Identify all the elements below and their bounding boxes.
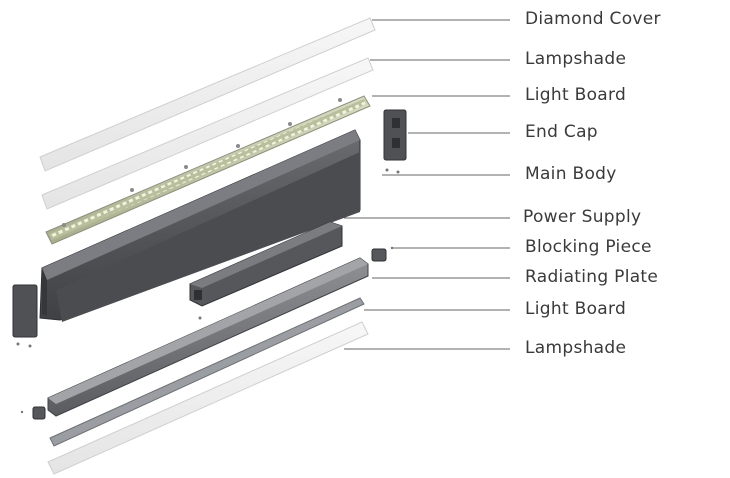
label-end-cap: End Cap bbox=[525, 122, 598, 142]
blocking-piece-part bbox=[371, 246, 394, 262]
end-cap-left-part bbox=[12, 284, 38, 348]
diamond-cover-part bbox=[39, 17, 376, 172]
main-body-part bbox=[39, 129, 361, 322]
label-lampshade-top: Lampshade bbox=[525, 49, 627, 69]
label-lampshade-bottom: Lampshade bbox=[525, 338, 627, 358]
leader-lines bbox=[344, 19, 510, 350]
lampshade-bottom-part bbox=[47, 321, 369, 475]
label-light-board-top: Light Board bbox=[525, 85, 627, 105]
radiating-plate-part bbox=[47, 257, 369, 417]
label-radiating-plate: Radiating Plate bbox=[525, 267, 659, 287]
blocking-piece-left-part bbox=[20, 406, 46, 420]
lampshade-top-part bbox=[41, 57, 374, 210]
light-board-bottom-part bbox=[49, 297, 365, 447]
screw-icons-top bbox=[62, 98, 342, 227]
light-board-top-part bbox=[45, 95, 371, 245]
end-cap-top-part bbox=[383, 109, 407, 174]
label-diamond-cover: Diamond Cover bbox=[525, 9, 661, 29]
label-power-supply: Power Supply bbox=[523, 207, 642, 227]
power-supply-part bbox=[189, 221, 343, 320]
label-blocking-piece: Blocking Piece bbox=[525, 237, 652, 257]
label-light-board-bottom: Light Board bbox=[525, 299, 627, 319]
label-main-body: Main Body bbox=[525, 164, 617, 184]
